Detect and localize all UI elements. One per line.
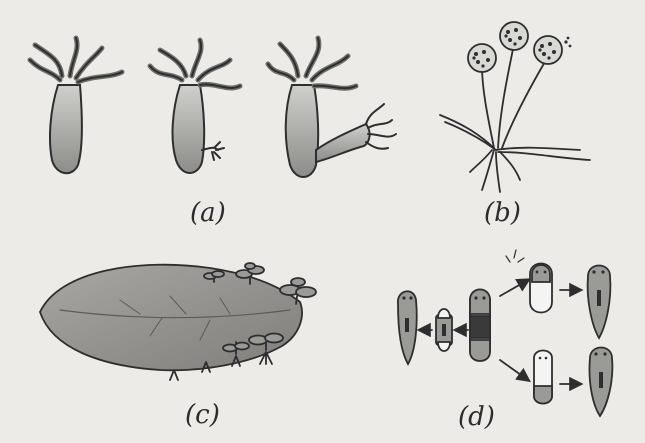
planaria-regeneration-panel	[398, 250, 613, 416]
caption-d: (d)	[458, 404, 495, 430]
caption-c: (c)	[185, 402, 220, 428]
leaf-plantlets-panel	[40, 263, 316, 380]
hydra-1	[30, 38, 122, 173]
sporangia-panel	[440, 22, 590, 192]
hydra-3	[268, 38, 396, 177]
hydra-2	[150, 40, 240, 173]
hydra-budding-panel	[30, 38, 396, 177]
caption-b: (b)	[484, 200, 521, 226]
caption-a: (a)	[190, 200, 226, 226]
